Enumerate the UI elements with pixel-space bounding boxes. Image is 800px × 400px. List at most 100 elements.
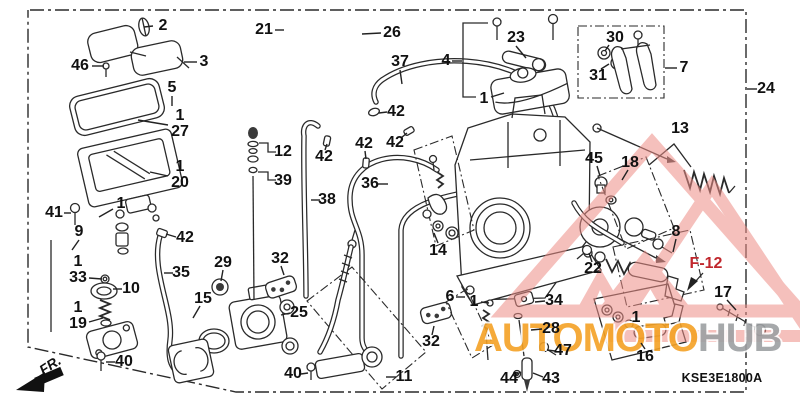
leader-line bbox=[137, 119, 169, 126]
part-vent-tube-drawing bbox=[300, 120, 332, 299]
leader-line bbox=[514, 371, 522, 376]
part-number-label: 2 bbox=[158, 17, 168, 34]
part-number-label: 40 bbox=[284, 365, 302, 382]
part-number-label: 34 bbox=[545, 292, 563, 309]
watermark-text: AUTOMOTOHUB bbox=[474, 316, 783, 360]
part-left-column-drawing bbox=[50, 202, 139, 371]
leader-line bbox=[532, 372, 544, 378]
part-number-label: 18 bbox=[621, 154, 639, 171]
part-diaphragm-drawing bbox=[167, 278, 230, 384]
part-number-label: 5 bbox=[167, 79, 177, 96]
leader-line bbox=[165, 233, 177, 238]
part-number-label: 10 bbox=[122, 280, 140, 297]
part-number-label: 1 bbox=[479, 90, 489, 107]
part-number-label: 42 bbox=[315, 148, 333, 165]
part-number-label: 3 bbox=[199, 53, 209, 70]
part-number-label: 43 bbox=[542, 370, 560, 387]
leader-line bbox=[726, 299, 737, 311]
leader-line bbox=[596, 165, 601, 177]
leader-line bbox=[192, 305, 201, 319]
leader-line bbox=[220, 269, 224, 282]
leader-line bbox=[88, 277, 103, 280]
leader-line bbox=[361, 32, 382, 35]
part-number-label: 41 bbox=[45, 204, 63, 221]
leader-line bbox=[588, 252, 593, 263]
watermark-text-left: AUTOMOTO bbox=[474, 316, 699, 360]
part-number-label: 1 bbox=[631, 309, 641, 326]
part-number-label: 32 bbox=[422, 333, 440, 350]
part-number-label: 37 bbox=[391, 53, 409, 70]
part-number-label: 20 bbox=[171, 174, 189, 191]
part-top-cover-drawing bbox=[462, 13, 570, 115]
leader-line bbox=[490, 92, 505, 98]
part-number-label: 9 bbox=[74, 223, 84, 240]
part-number-label: 35 bbox=[172, 264, 190, 281]
part-number-label: 42 bbox=[176, 229, 194, 246]
leader-line bbox=[431, 325, 435, 336]
part-number-label: 1 bbox=[73, 299, 83, 316]
part-number-label: 1 bbox=[469, 293, 479, 310]
reference-code-label: F-12 bbox=[689, 255, 723, 272]
f12-arrow bbox=[687, 272, 704, 291]
part-number-label: 30 bbox=[606, 29, 624, 46]
part-number-label: 42 bbox=[387, 103, 405, 120]
part-number-label: 17 bbox=[714, 284, 732, 301]
part-code-label: KSE3E1800A bbox=[681, 371, 763, 385]
leader-line bbox=[400, 132, 408, 139]
part-number-label: 1 bbox=[116, 195, 126, 212]
watermark-text-right: HUB bbox=[697, 316, 783, 360]
leader-line bbox=[399, 69, 403, 85]
part-number-label: 11 bbox=[395, 368, 413, 385]
leader-line bbox=[546, 349, 556, 352]
leader-line bbox=[280, 312, 291, 316]
part-number-label: 39 bbox=[274, 172, 292, 189]
leader-line bbox=[530, 328, 543, 331]
part-number-label: 28 bbox=[542, 320, 560, 337]
leader-line bbox=[324, 143, 328, 151]
part-number-label: 6 bbox=[445, 288, 455, 305]
part-number-label: 31 bbox=[589, 67, 607, 84]
part-number-label: 8 bbox=[671, 223, 681, 240]
leader-line bbox=[640, 342, 646, 350]
leader-line bbox=[480, 301, 490, 304]
leader-line bbox=[600, 63, 610, 70]
part-screw-set-drawing bbox=[445, 288, 494, 361]
leader-line bbox=[378, 111, 388, 114]
leader-line bbox=[534, 300, 546, 303]
part-number-label: 33 bbox=[69, 269, 87, 286]
part-number-label: 15 bbox=[194, 290, 212, 307]
part-throttle-arm-drawing bbox=[306, 229, 427, 390]
part-number-label: 21 bbox=[255, 21, 273, 38]
part-lifter-fork-drawing bbox=[577, 25, 665, 99]
part-number-label: 12 bbox=[274, 143, 292, 160]
part-gasket-drawing bbox=[69, 77, 165, 137]
part-number-label: 24 bbox=[757, 80, 775, 97]
part-number-label: 32 bbox=[271, 250, 289, 267]
part-number-label: 19 bbox=[69, 315, 87, 332]
part-needle-set-drawing bbox=[247, 127, 276, 301]
part-number-label: 16 bbox=[636, 348, 654, 365]
part-linkage-drawing bbox=[413, 135, 475, 247]
leader-line bbox=[280, 265, 285, 276]
part-number-label: 44 bbox=[500, 370, 518, 387]
leader-line bbox=[364, 150, 367, 160]
leader-line bbox=[71, 239, 80, 251]
leader-line bbox=[515, 45, 527, 59]
part-number-label: 14 bbox=[429, 242, 447, 259]
part-number-label: 38 bbox=[318, 191, 336, 208]
part-number-label: 42 bbox=[386, 134, 404, 151]
leader-line bbox=[621, 169, 629, 181]
leader-line bbox=[433, 232, 439, 244]
part-number-label: 46 bbox=[71, 57, 89, 74]
part-number-label: 1 bbox=[175, 107, 185, 124]
part-number-label: 4 bbox=[441, 52, 451, 69]
leader-line bbox=[672, 238, 677, 253]
part-number-label: 25 bbox=[290, 304, 308, 321]
part-number-label: 1 bbox=[73, 253, 83, 270]
part-number-label: 1 bbox=[175, 158, 185, 175]
part-number-label: 29 bbox=[214, 254, 232, 271]
part-pump-drawing bbox=[228, 275, 453, 355]
part-number-label: 22 bbox=[584, 260, 602, 277]
